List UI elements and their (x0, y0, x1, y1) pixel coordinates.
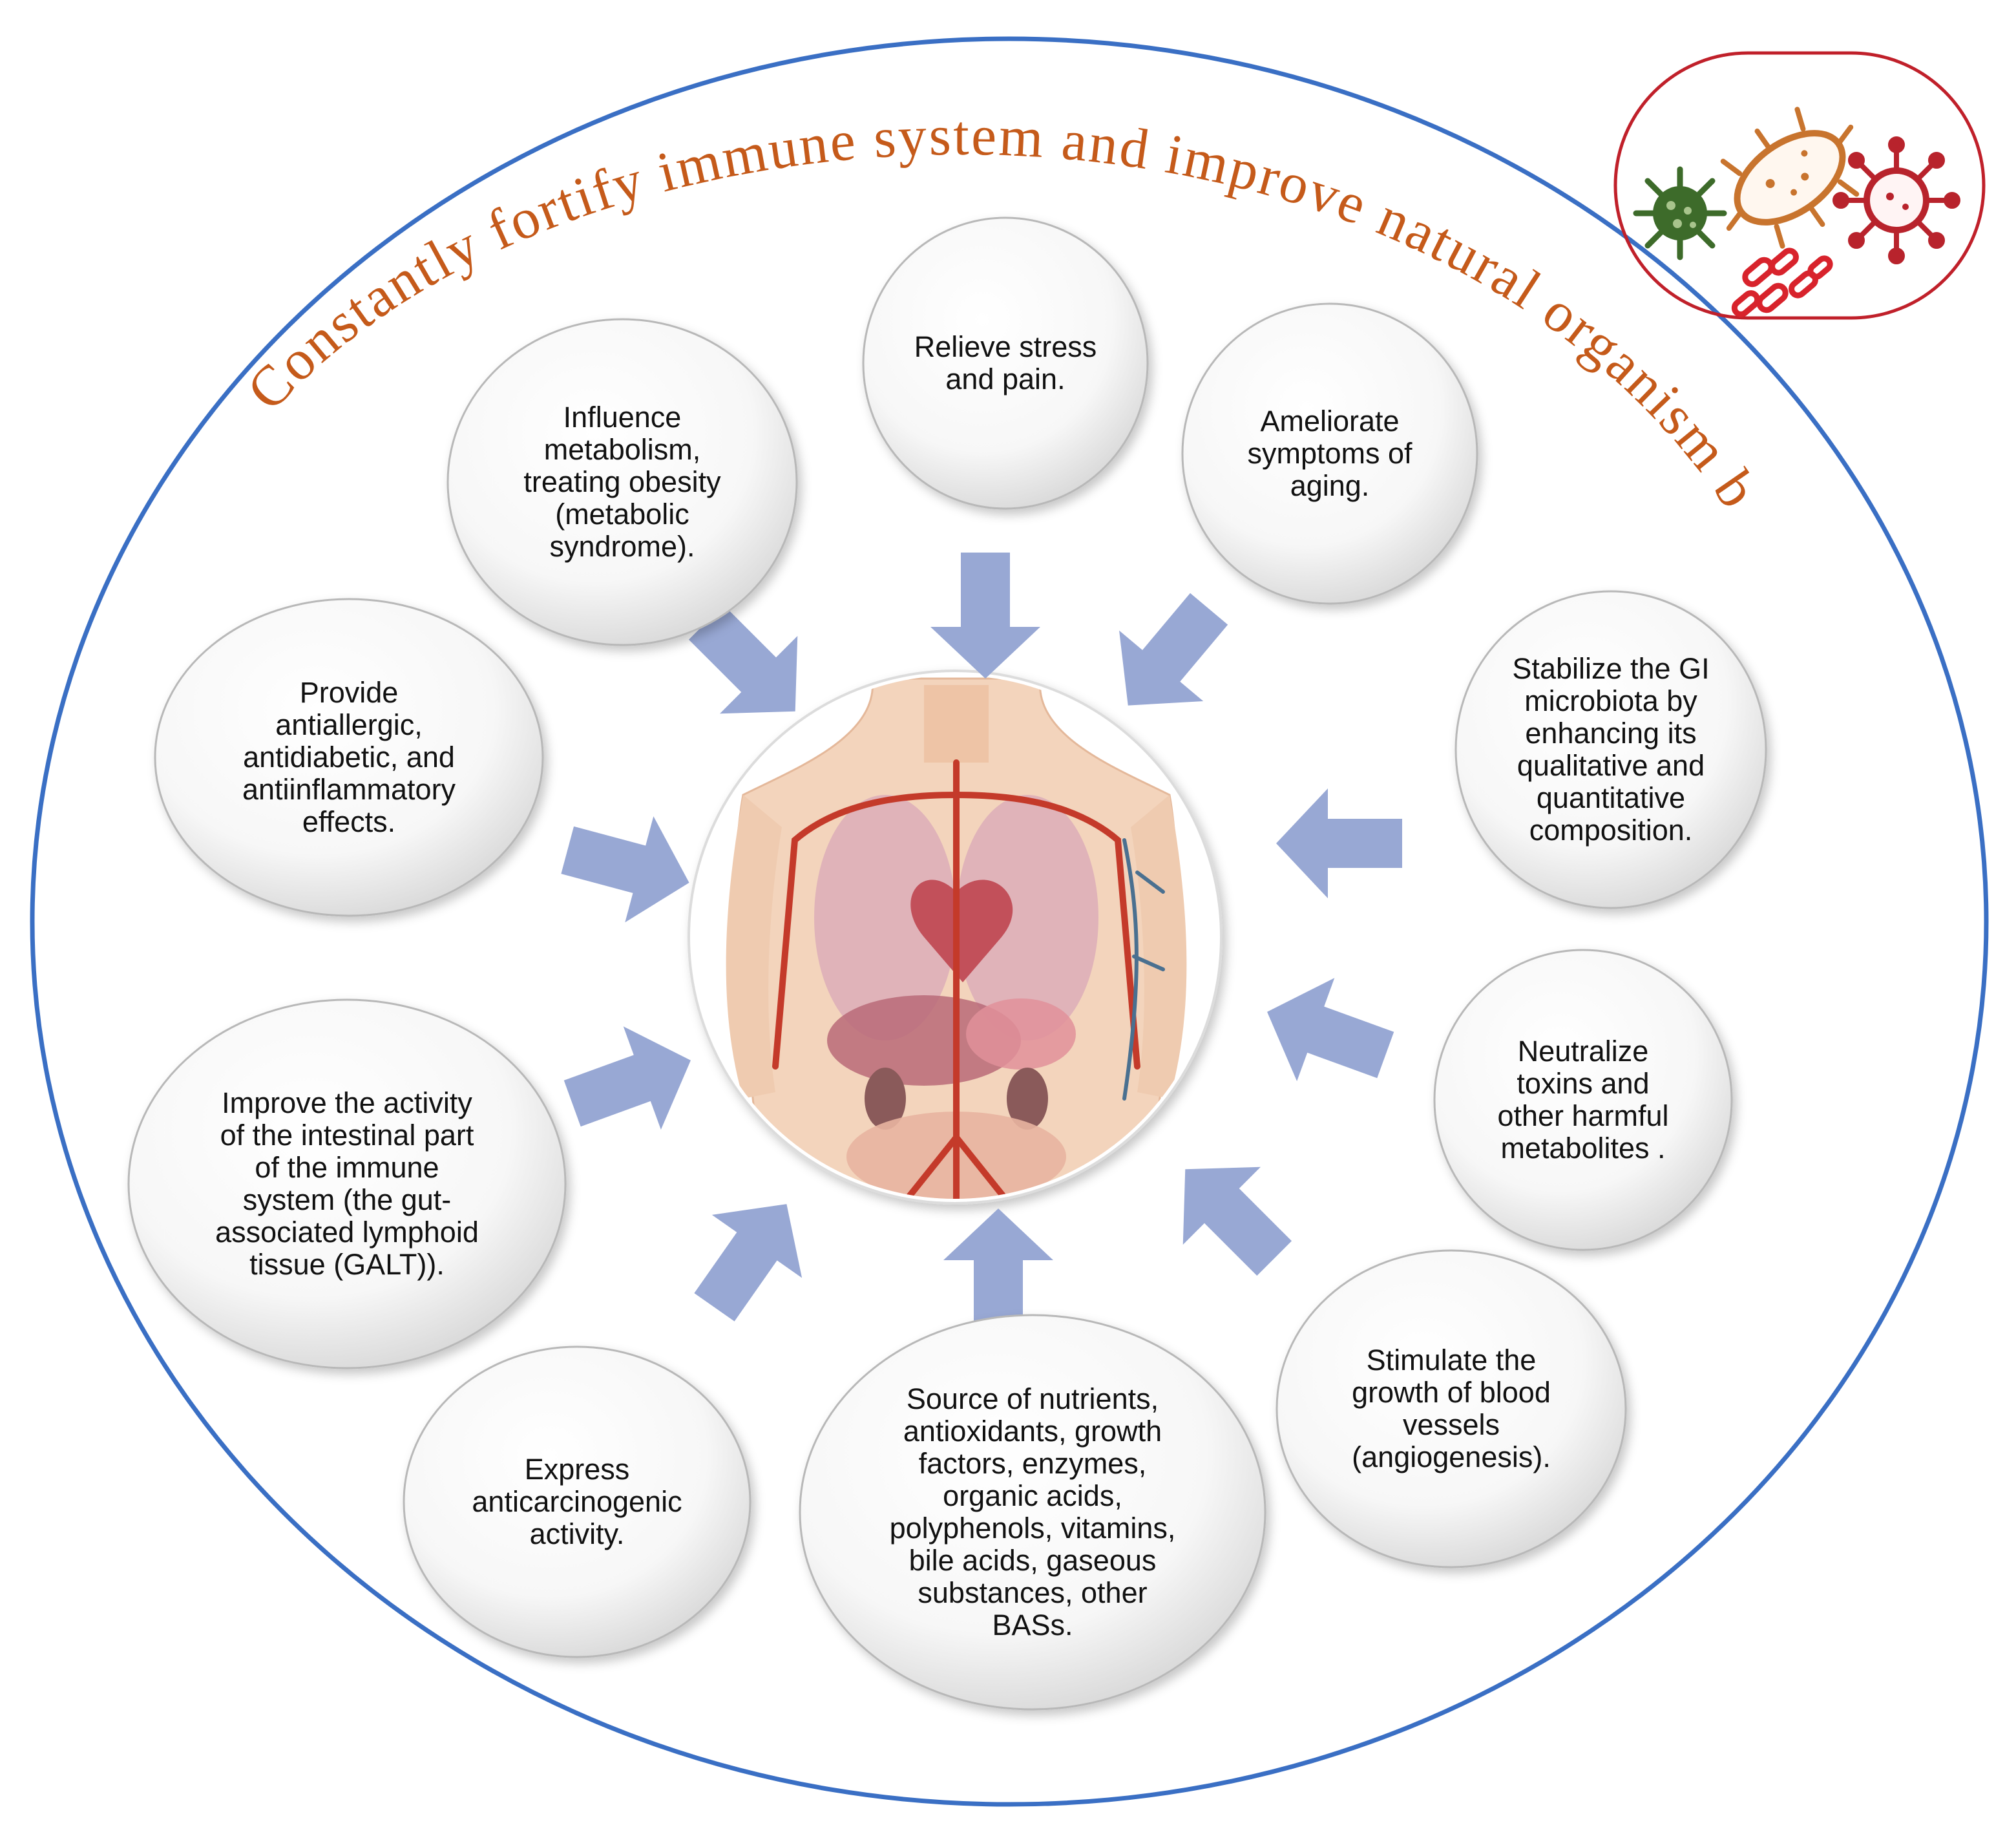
bubble-stabilize-gi (1454, 590, 1767, 909)
inward-arrow-8 (563, 1026, 691, 1130)
bubble-label-antiallergic: Provide antiallergic, antidiabetic, and … (242, 676, 456, 838)
bubble-metabolism (446, 318, 798, 646)
bubble-antiallergic (154, 598, 544, 917)
inward-arrow-10 (688, 604, 798, 714)
inward-arrow-1 (930, 553, 1040, 679)
bubble-label-galt: Improve the activity of the intestinal p… (215, 1086, 479, 1281)
human-anatomy-torso-icon (693, 675, 1217, 1199)
bubble-neutralize-toxins (1433, 949, 1733, 1251)
arrows-layer (561, 553, 1402, 1335)
bubble-anticarcinogenic (403, 1345, 751, 1658)
red-blood-cells-icon (1731, 248, 1833, 317)
bubbles-layer (127, 216, 1767, 1711)
bubble-label-nutrients-source: Source of nutrients, antioxidants, growt… (889, 1382, 1176, 1641)
bubble-relieve-stress (862, 216, 1149, 510)
inward-arrow-4 (1267, 978, 1394, 1082)
bubble-nutrients-source (799, 1314, 1266, 1711)
bubble-ameliorate-aging (1181, 302, 1478, 605)
inward-arrow-7 (694, 1204, 803, 1322)
pathogen-panel (1613, 51, 1986, 320)
bubble-label-relieve-stress: Relieve stress and pain. (914, 330, 1097, 396)
bubble-label-metabolism: Influence metabolism, treating obesity (… (523, 401, 721, 563)
bubble-label-angiogenesis: Stimulate the growth of blood vessels (a… (1352, 1344, 1551, 1473)
bubble-label-ameliorate-aging: Ameliorate symptoms of aging. (1247, 405, 1412, 502)
bubble-label-neutralize-toxins: Neutralize toxins and other harmful meta… (1497, 1035, 1669, 1165)
inward-arrow-2 (1119, 593, 1228, 706)
inward-arrow-3 (1276, 788, 1402, 898)
orange-bacterium-icon (1720, 107, 1860, 249)
inward-arrow-6 (943, 1208, 1053, 1335)
inward-arrow-5 (1182, 1166, 1292, 1276)
bubble-label-anticarcinogenic: Express anticarcinogenic activity. (472, 1453, 682, 1550)
bubble-galt (127, 998, 567, 1369)
bubble-angiogenesis (1276, 1249, 1627, 1568)
pathogen-pill (1613, 51, 1986, 320)
red-virus-icon (1832, 136, 1960, 264)
green-virus-icon (1633, 166, 1727, 260)
outer-ring (30, 36, 1989, 1807)
bubble-label-stabilize-gi: Stabilize the GI microbiota by enhancing… (1512, 652, 1710, 847)
inward-arrow-9 (561, 816, 689, 923)
